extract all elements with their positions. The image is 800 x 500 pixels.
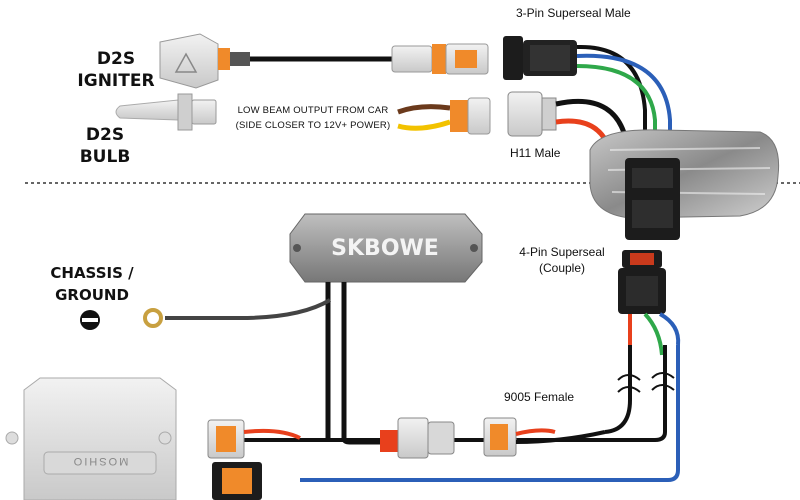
wire-green-3pin [576, 64, 657, 165]
three-pin-label: 3-Pin Superseal Male [516, 6, 631, 20]
wire-blue-4pin [658, 312, 681, 346]
h11-male-connector [507, 91, 557, 137]
wire-green-4pin [643, 312, 664, 356]
relay-wire-right [341, 282, 398, 445]
wire-break-marks [617, 372, 675, 393]
relay-box [289, 213, 483, 283]
wire-blue-3pin [576, 53, 672, 165]
d2s-bulb-label: D2S BULB [68, 124, 142, 168]
d2s-igniter-label: D2S IGNITER [76, 48, 156, 92]
relay-ground-wire [165, 298, 332, 320]
wire-black-3pin [576, 44, 647, 165]
bundle-connector [625, 158, 680, 240]
wire-brown-low-beam [397, 104, 451, 115]
four-pin-label-line2: (Couple) [538, 261, 586, 275]
connector-bottom-black [212, 462, 262, 500]
ballast-unit [5, 377, 177, 500]
d2s-bulb-label-line2: BULB [79, 147, 131, 167]
ballast-brand-label: MOSHIO [71, 455, 129, 467]
low-beam-connector [450, 97, 491, 135]
four-pin-superseal [618, 250, 666, 314]
d2s-bulb [115, 93, 217, 131]
d2s-igniter-label-line1: D2S [96, 49, 136, 69]
connector-left-ballast [207, 419, 301, 459]
nine-oh-oh-five-label: 9005 Female [504, 390, 575, 404]
wire-yellow-low-beam [397, 119, 451, 131]
low-beam-label-line2: (SIDE CLOSER TO 12V+ POWER) [235, 120, 391, 131]
ground-symbol-icon [80, 310, 100, 330]
four-pin-label: 4-Pin Superseal (Couple) [510, 244, 614, 276]
relay-brand-label: SKBOWE [331, 236, 439, 261]
chassis-label-line1: CHASSIS / [50, 264, 134, 282]
tape-bundle [589, 129, 780, 219]
low-beam-label-line1: LOW BEAM OUTPUT FROM CAR [237, 105, 389, 116]
d2s-igniter-label-line2: IGNITER [77, 71, 155, 91]
d2s-bulb-label-line1: D2S [85, 125, 125, 145]
four-pin-label-line1: 4-Pin Superseal [519, 245, 605, 259]
three-pin-superseal [503, 36, 577, 80]
h11-male-label: H11 Male [510, 146, 561, 160]
d2s-igniter [159, 33, 250, 89]
low-beam-label: LOW BEAM OUTPUT FROM CAR (SIDE CLOSER TO… [230, 103, 396, 133]
wire-black-4pin-down [215, 345, 667, 442]
wire-black-4pin-down-2 [604, 345, 632, 434]
connector-9005-middle [380, 417, 455, 459]
wire-blue-4pin-down [300, 345, 680, 482]
ground-ring-terminal [143, 308, 163, 328]
igniter-connector [391, 43, 489, 75]
chassis-ground-label: CHASSIS / GROUND [40, 262, 144, 306]
chassis-label-line2: GROUND [55, 286, 129, 304]
connector-9005-female [483, 417, 606, 457]
